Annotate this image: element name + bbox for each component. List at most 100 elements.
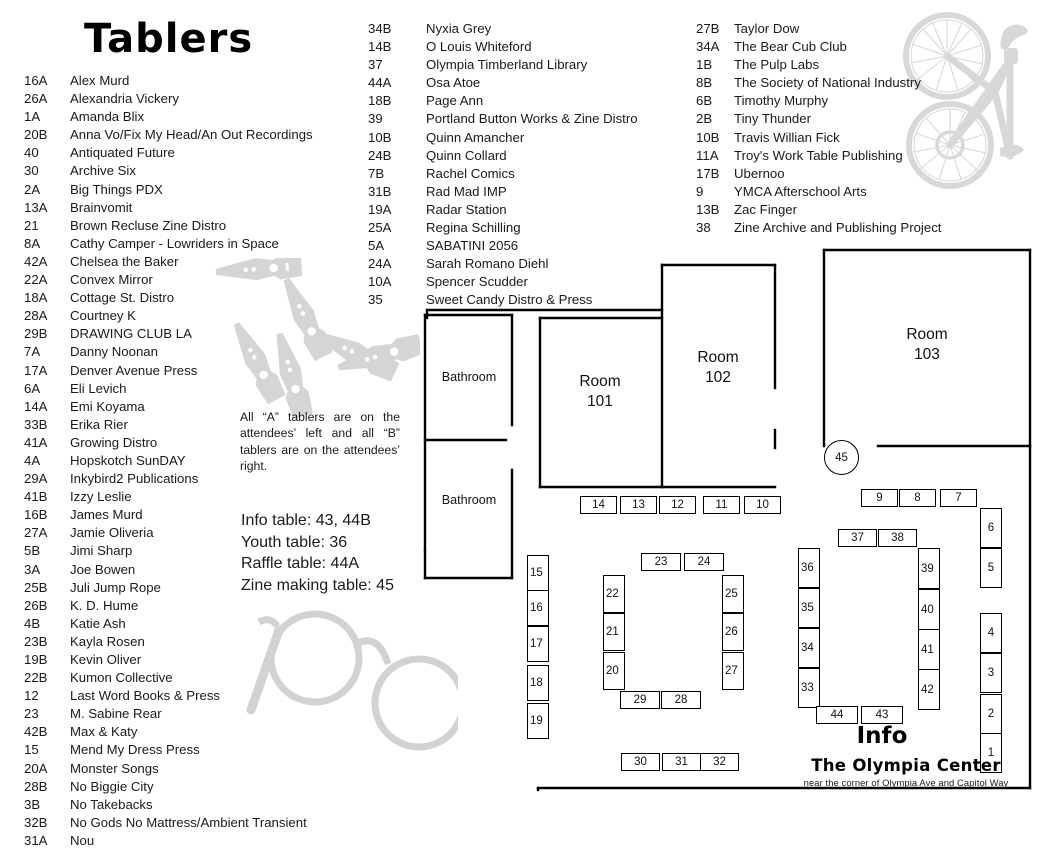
tabler-code: 39 bbox=[368, 111, 383, 127]
table-box-38[interactable]: 38 bbox=[878, 529, 917, 547]
tabler-name: Troy's Work Table Publishing bbox=[734, 147, 903, 163]
tabler-code: 33B bbox=[24, 416, 48, 432]
table-box-33[interactable]: 33 bbox=[798, 668, 820, 708]
table-box-16[interactable]: 16 bbox=[527, 590, 549, 626]
tabler-code: 2B bbox=[696, 111, 713, 127]
table-box-37[interactable]: 37 bbox=[838, 529, 877, 547]
tabler-code: 9 bbox=[696, 183, 704, 199]
table-box-1[interactable]: 1 bbox=[980, 733, 1002, 773]
table-box-15[interactable]: 15 bbox=[527, 555, 549, 591]
tabler-name: M. Sabine Rear bbox=[70, 706, 162, 722]
table-box-35[interactable]: 35 bbox=[798, 588, 820, 628]
table-box-26[interactable]: 26 bbox=[722, 613, 744, 651]
tabler-code: 21 bbox=[24, 217, 39, 233]
tabler-code: 32B bbox=[24, 814, 48, 830]
table-box-11[interactable]: 11 bbox=[703, 496, 740, 514]
room-102-line1: Room bbox=[697, 349, 739, 366]
table-box-36[interactable]: 36 bbox=[798, 548, 820, 588]
tabler-code: 25B bbox=[24, 579, 48, 595]
tabler-code: 8B bbox=[696, 75, 713, 91]
tabler-code: 38 bbox=[696, 220, 711, 236]
table-box-20[interactable]: 20 bbox=[603, 652, 625, 690]
tabler-name: Nyxia Grey bbox=[426, 21, 492, 36]
page-title: Tablers bbox=[84, 16, 254, 62]
tabler-name: Izzy Leslie bbox=[70, 489, 132, 505]
tabler-name: No Takebacks bbox=[70, 796, 153, 812]
table-box-30[interactable]: 30 bbox=[621, 753, 660, 771]
tabler-name: Kevin Oliver bbox=[70, 652, 142, 667]
table-box-34[interactable]: 34 bbox=[798, 628, 820, 668]
table-box-22[interactable]: 22 bbox=[603, 575, 625, 613]
table-box-28[interactable]: 28 bbox=[661, 691, 701, 709]
table-box-12[interactable]: 12 bbox=[659, 496, 696, 514]
table-box-3[interactable]: 3 bbox=[980, 653, 1002, 693]
tabler-code: 30 bbox=[24, 163, 39, 179]
venue-name: The Olympia Center bbox=[811, 756, 1001, 775]
table-box-2[interactable]: 2 bbox=[980, 694, 1002, 734]
table-box-27[interactable]: 27 bbox=[722, 652, 744, 690]
tabler-name: Quinn Amancher bbox=[426, 129, 525, 145]
table-box-13[interactable]: 13 bbox=[620, 496, 657, 514]
tabler-code: 19A bbox=[368, 201, 392, 217]
tabler-code: 10A bbox=[368, 274, 392, 290]
tabler-name: Archive Six bbox=[70, 163, 136, 179]
tabler-code: 10B bbox=[696, 129, 720, 145]
table-box-7[interactable]: 7 bbox=[940, 489, 977, 507]
table-box-43[interactable]: 43 bbox=[861, 706, 903, 724]
table-box-6[interactable]: 6 bbox=[980, 508, 1002, 548]
table-box-19[interactable]: 19 bbox=[527, 703, 549, 739]
tabler-code: 20A bbox=[24, 760, 48, 776]
table-box-18[interactable]: 18 bbox=[527, 665, 549, 701]
table-box-24[interactable]: 24 bbox=[684, 553, 724, 571]
table-box-23[interactable]: 23 bbox=[641, 553, 681, 571]
tabler-name: Quinn Collard bbox=[426, 147, 507, 163]
tabler-name: Juli Jump Rope bbox=[70, 579, 161, 595]
table-box-29[interactable]: 29 bbox=[620, 691, 660, 709]
tabler-code: 16B bbox=[24, 507, 48, 523]
table-box-32[interactable]: 32 bbox=[700, 753, 739, 771]
table-box-14[interactable]: 14 bbox=[580, 496, 617, 514]
table-box-9[interactable]: 9 bbox=[861, 489, 898, 507]
tabler-code: 18B bbox=[368, 93, 392, 109]
table-box-17[interactable]: 17 bbox=[527, 626, 549, 662]
table-box-21[interactable]: 21 bbox=[603, 613, 625, 651]
tabler-name: Growing Distro bbox=[70, 434, 158, 450]
tabler-code: 17A bbox=[24, 362, 48, 378]
tabler-code: 23 bbox=[24, 706, 39, 722]
tabler-name: Travis Willian Fick bbox=[734, 129, 840, 145]
tabler-code: 13A bbox=[24, 199, 48, 215]
table-box-8[interactable]: 8 bbox=[899, 489, 936, 507]
tabler-name: The Pulp Labs bbox=[734, 57, 820, 73]
tabler-name: Regina Schilling bbox=[426, 220, 521, 236]
table-box-44[interactable]: 44 bbox=[816, 706, 858, 724]
room-102-label: Room 102 bbox=[678, 348, 758, 388]
table-box-10[interactable]: 10 bbox=[744, 496, 781, 514]
table-box-5[interactable]: 5 bbox=[980, 548, 1002, 588]
table-box-41[interactable]: 41 bbox=[918, 629, 940, 670]
table-box-40[interactable]: 40 bbox=[918, 589, 940, 630]
table-box-25[interactable]: 25 bbox=[722, 575, 744, 613]
table-box-31[interactable]: 31 bbox=[662, 753, 701, 771]
tabler-name: Cathy Camper - Lowriders in Space bbox=[70, 235, 279, 251]
table-circle-45[interactable]: 45 bbox=[824, 440, 859, 475]
tabler-name: Rachel Comics bbox=[426, 165, 515, 181]
table-box-4[interactable]: 4 bbox=[980, 613, 1002, 653]
table-box-42[interactable]: 42 bbox=[918, 669, 940, 710]
tabler-code: 31B bbox=[368, 183, 392, 199]
table-box-39[interactable]: 39 bbox=[918, 548, 940, 589]
tabler-name: K. D. Hume bbox=[70, 597, 139, 613]
